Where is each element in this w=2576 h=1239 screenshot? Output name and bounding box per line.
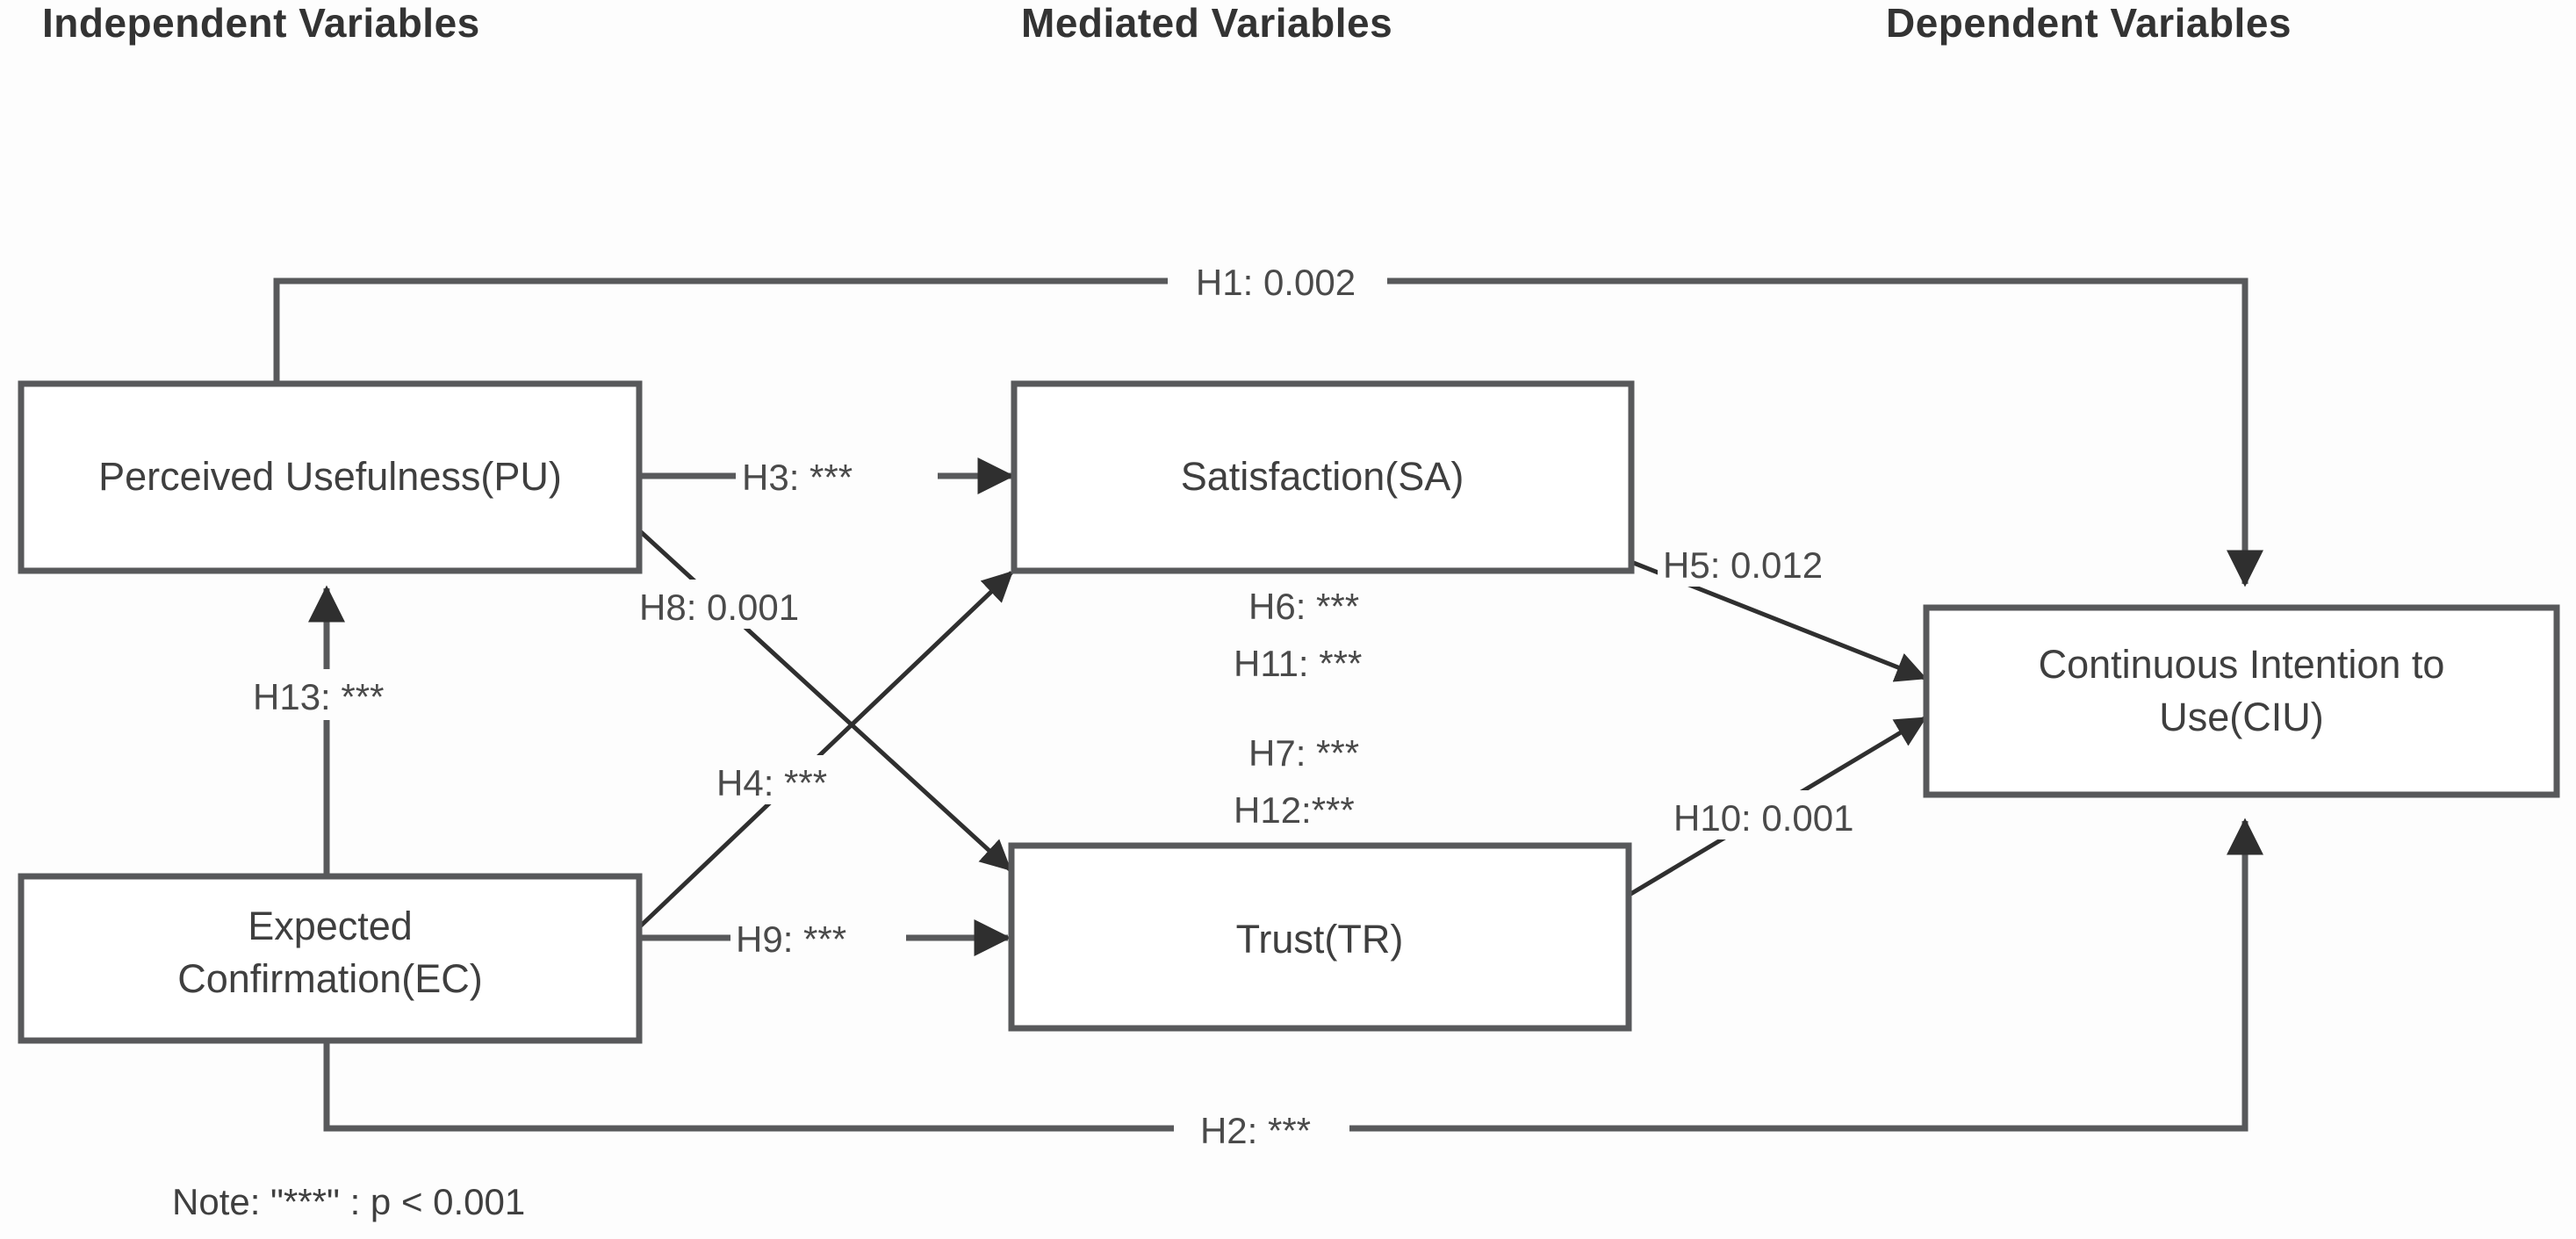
node-SA-box xyxy=(1011,380,1635,574)
center-label-H7: H7: *** xyxy=(1248,732,1359,774)
edge-H5: H5: 0.012 xyxy=(1630,537,1927,682)
node-CIU-label-line1: Continuous Intention to xyxy=(2039,642,2445,687)
edge-H4: H4: *** xyxy=(637,570,1014,929)
node-SA: Satisfaction(SA) xyxy=(1011,380,1635,574)
node-CIU-box xyxy=(1923,604,2560,798)
node-TR: Trust(TR) xyxy=(1008,842,1632,1032)
edge-label-H10: H10: 0.001 xyxy=(1673,797,1854,839)
column-header-dependent: Dependent Variables xyxy=(1886,0,2292,46)
edge-label-H4: H4: *** xyxy=(716,762,827,803)
edge-label-H9: H9: *** xyxy=(736,918,846,960)
edge-H3: H3: *** xyxy=(639,450,1015,501)
node-EC-box xyxy=(18,873,643,1044)
center-label-H6: H6: *** xyxy=(1248,586,1359,627)
edge-label-H1: H1: 0.002 xyxy=(1196,262,1356,303)
mediation-labels: H6: *** H11: *** H7: *** H12:*** xyxy=(1234,586,1362,831)
node-PU-label: Perceived Usefulness(PU) xyxy=(98,454,562,499)
edge-label-H8: H8: 0.001 xyxy=(639,587,799,628)
edge-H3-label-backdrop xyxy=(736,450,938,501)
edge-label-H2: H2: *** xyxy=(1200,1110,1311,1151)
node-EC: Expected Confirmation(EC) xyxy=(18,873,643,1044)
node-EC-label-line1: Expected xyxy=(248,904,413,948)
node-SA-label: Satisfaction(SA) xyxy=(1181,454,1464,499)
node-PU-box xyxy=(18,380,643,574)
edge-label-H13: H13: *** xyxy=(253,676,384,717)
figure-note: Note: "***" : p < 0.001 xyxy=(172,1181,525,1222)
center-label-H11: H11: *** xyxy=(1234,643,1362,684)
node-TR-box xyxy=(1008,842,1632,1032)
edge-H9: H9: *** xyxy=(639,911,1011,962)
edge-H1: H1: 0.002 xyxy=(273,256,2263,587)
edge-H4-label-backdrop xyxy=(711,755,874,804)
center-label-H12: H12:*** xyxy=(1234,789,1355,831)
edge-H8: H8: 0.001 xyxy=(634,529,1012,871)
edge-H1-label-backdrop xyxy=(1168,256,1387,306)
edge-H10: H10: 0.001 xyxy=(1626,716,1927,898)
edge-H8-label-backdrop xyxy=(634,580,831,629)
node-PU: Perceived Usefulness(PU) xyxy=(18,380,643,574)
node-EC-label-line2: Confirmation(EC) xyxy=(177,956,483,1001)
node-TR-label: Trust(TR) xyxy=(1236,917,1404,962)
edge-label-H5: H5: 0.012 xyxy=(1663,544,1823,586)
edge-H10-label-backdrop xyxy=(1668,790,1907,839)
column-header-mediated: Mediated Variables xyxy=(1021,0,1392,46)
edge-label-H3: H3: *** xyxy=(742,457,853,498)
node-CIU: Continuous Intention to Use(CIU) xyxy=(1923,604,2560,798)
edge-H9-label-backdrop xyxy=(730,911,906,962)
edge-H5-label-backdrop xyxy=(1658,537,1877,587)
column-header-independent: Independent Variables xyxy=(42,0,480,46)
edge-H13: H13: *** xyxy=(248,585,458,876)
edge-H13-label-backdrop xyxy=(248,669,458,720)
edge-H2-label-backdrop xyxy=(1174,1105,1349,1154)
node-CIU-label-line2: Use(CIU) xyxy=(2159,695,2324,739)
edge-H2: H2: *** xyxy=(323,818,2263,1154)
